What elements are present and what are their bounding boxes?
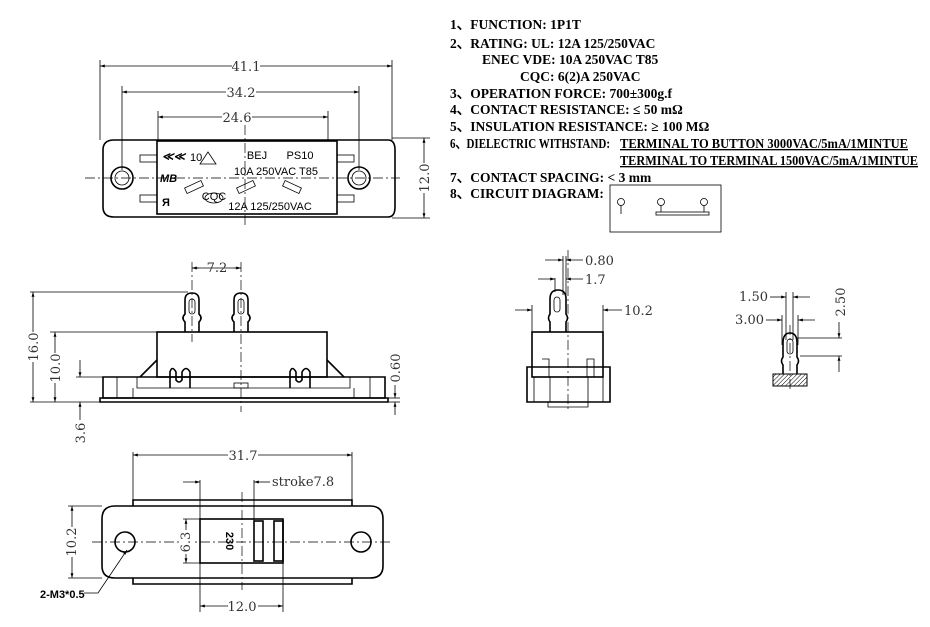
spec-rating-cqc: CQC: 6(2)A 250VAC	[520, 69, 641, 84]
dim-terminal-pitch: 7.2	[207, 261, 228, 276]
dim-overall-length: 41.1	[232, 60, 261, 75]
dim-total-height: 16.0	[27, 333, 42, 362]
spec-dielectric-button: TERMINAL TO BUTTON 3000VAC/5mA/1MINTUE	[620, 136, 908, 151]
spec-function: 1、FUNCTION: 1P1T	[450, 17, 581, 32]
dim-slot-height: 2.50	[834, 288, 849, 317]
brand-marking: BEJ	[247, 150, 267, 162]
dim-stroke: stroke7.8	[272, 475, 334, 490]
vde-mark	[199, 151, 217, 165]
spec-spacing: 7、CONTACT SPACING: < 3 mm	[450, 170, 652, 185]
dim-slider-width: 12.0	[228, 600, 257, 615]
side-view: 7.2 16.0 10.0 3.6 0.60	[26, 261, 404, 443]
spec-rating-enec: ENEC VDE: 10A 250VAC T85	[482, 52, 659, 67]
rating-marking-enec: 10A 250VAC T85	[234, 166, 318, 178]
dim-body-height: 10.0	[49, 354, 64, 383]
ccc-mark: MB	[160, 173, 177, 185]
slider-label: 230	[223, 532, 235, 550]
spec-dielectric: 6、DIELECTRIC WITHSTAND:	[450, 136, 610, 151]
dim-slot-width: 1.50	[739, 290, 768, 305]
dim-hole-centers: 31.7	[229, 449, 258, 464]
enec-number: 10	[190, 152, 202, 164]
dim-hole-spacing: 34.2	[227, 86, 256, 101]
model-marking: PS10	[287, 150, 314, 162]
dim-terminal-width: 3.00	[735, 313, 764, 328]
terminal-detail: 1.50 3.00 2.50	[735, 288, 849, 392]
spec-force: 3、OPERATION FORCE: 700±300g.f	[450, 86, 673, 101]
dim-plate-width: 10.2	[65, 528, 80, 557]
dim-terminal-offset: 1.7	[585, 273, 606, 288]
enec-mark: ≪≪	[162, 151, 187, 163]
cqc-mark: CQC	[202, 191, 227, 203]
dim-base-height: 3.6	[74, 423, 89, 444]
spec-rating-ul: 2、RATING: UL: 12A 125/250VAC	[450, 36, 655, 51]
dim-plate-thickness: 0.60	[389, 354, 404, 383]
spec-circuit: 8、CIRCUIT DIAGRAM:	[450, 186, 604, 201]
bottom-view: 230 31.7 stroke7.8 12.0 6.3 10.2 2-M3*0.…	[40, 448, 392, 615]
spec-contact-resistance: 4、CONTACT RESISTANCE: ≤ 50 mΩ	[450, 102, 683, 117]
circuit-diagram	[609, 184, 722, 233]
specifications: 1、FUNCTION: 1P1T 2、RATING: UL: 12A 125/2…	[450, 17, 918, 201]
dim-terminal-thickness: 0.80	[585, 254, 614, 269]
dim-width: 12.0	[418, 164, 433, 193]
spec-dielectric-terminal: TERMINAL TO TERMINAL 1500VAC/5mA/1MINTUE	[620, 153, 918, 168]
top-view: ≪≪ 10 MB Я CQC BEJ PS10 10A 250VAC T85 1…	[85, 58, 433, 225]
dim-body-length: 24.6	[223, 111, 252, 126]
ul-mark: Я	[162, 197, 170, 209]
dim-slider-height: 6.3	[179, 532, 194, 553]
dim-end-width: 10.2	[624, 304, 653, 319]
spec-insulation: 5、INSULATION RESISTANCE: ≥ 100 MΩ	[450, 119, 709, 134]
end-view: 0.80 1.7 10.2	[515, 250, 653, 412]
thread-callout: 2-M3*0.5	[40, 589, 85, 601]
rating-marking-ul: 12A 125/250VAC	[228, 201, 312, 213]
